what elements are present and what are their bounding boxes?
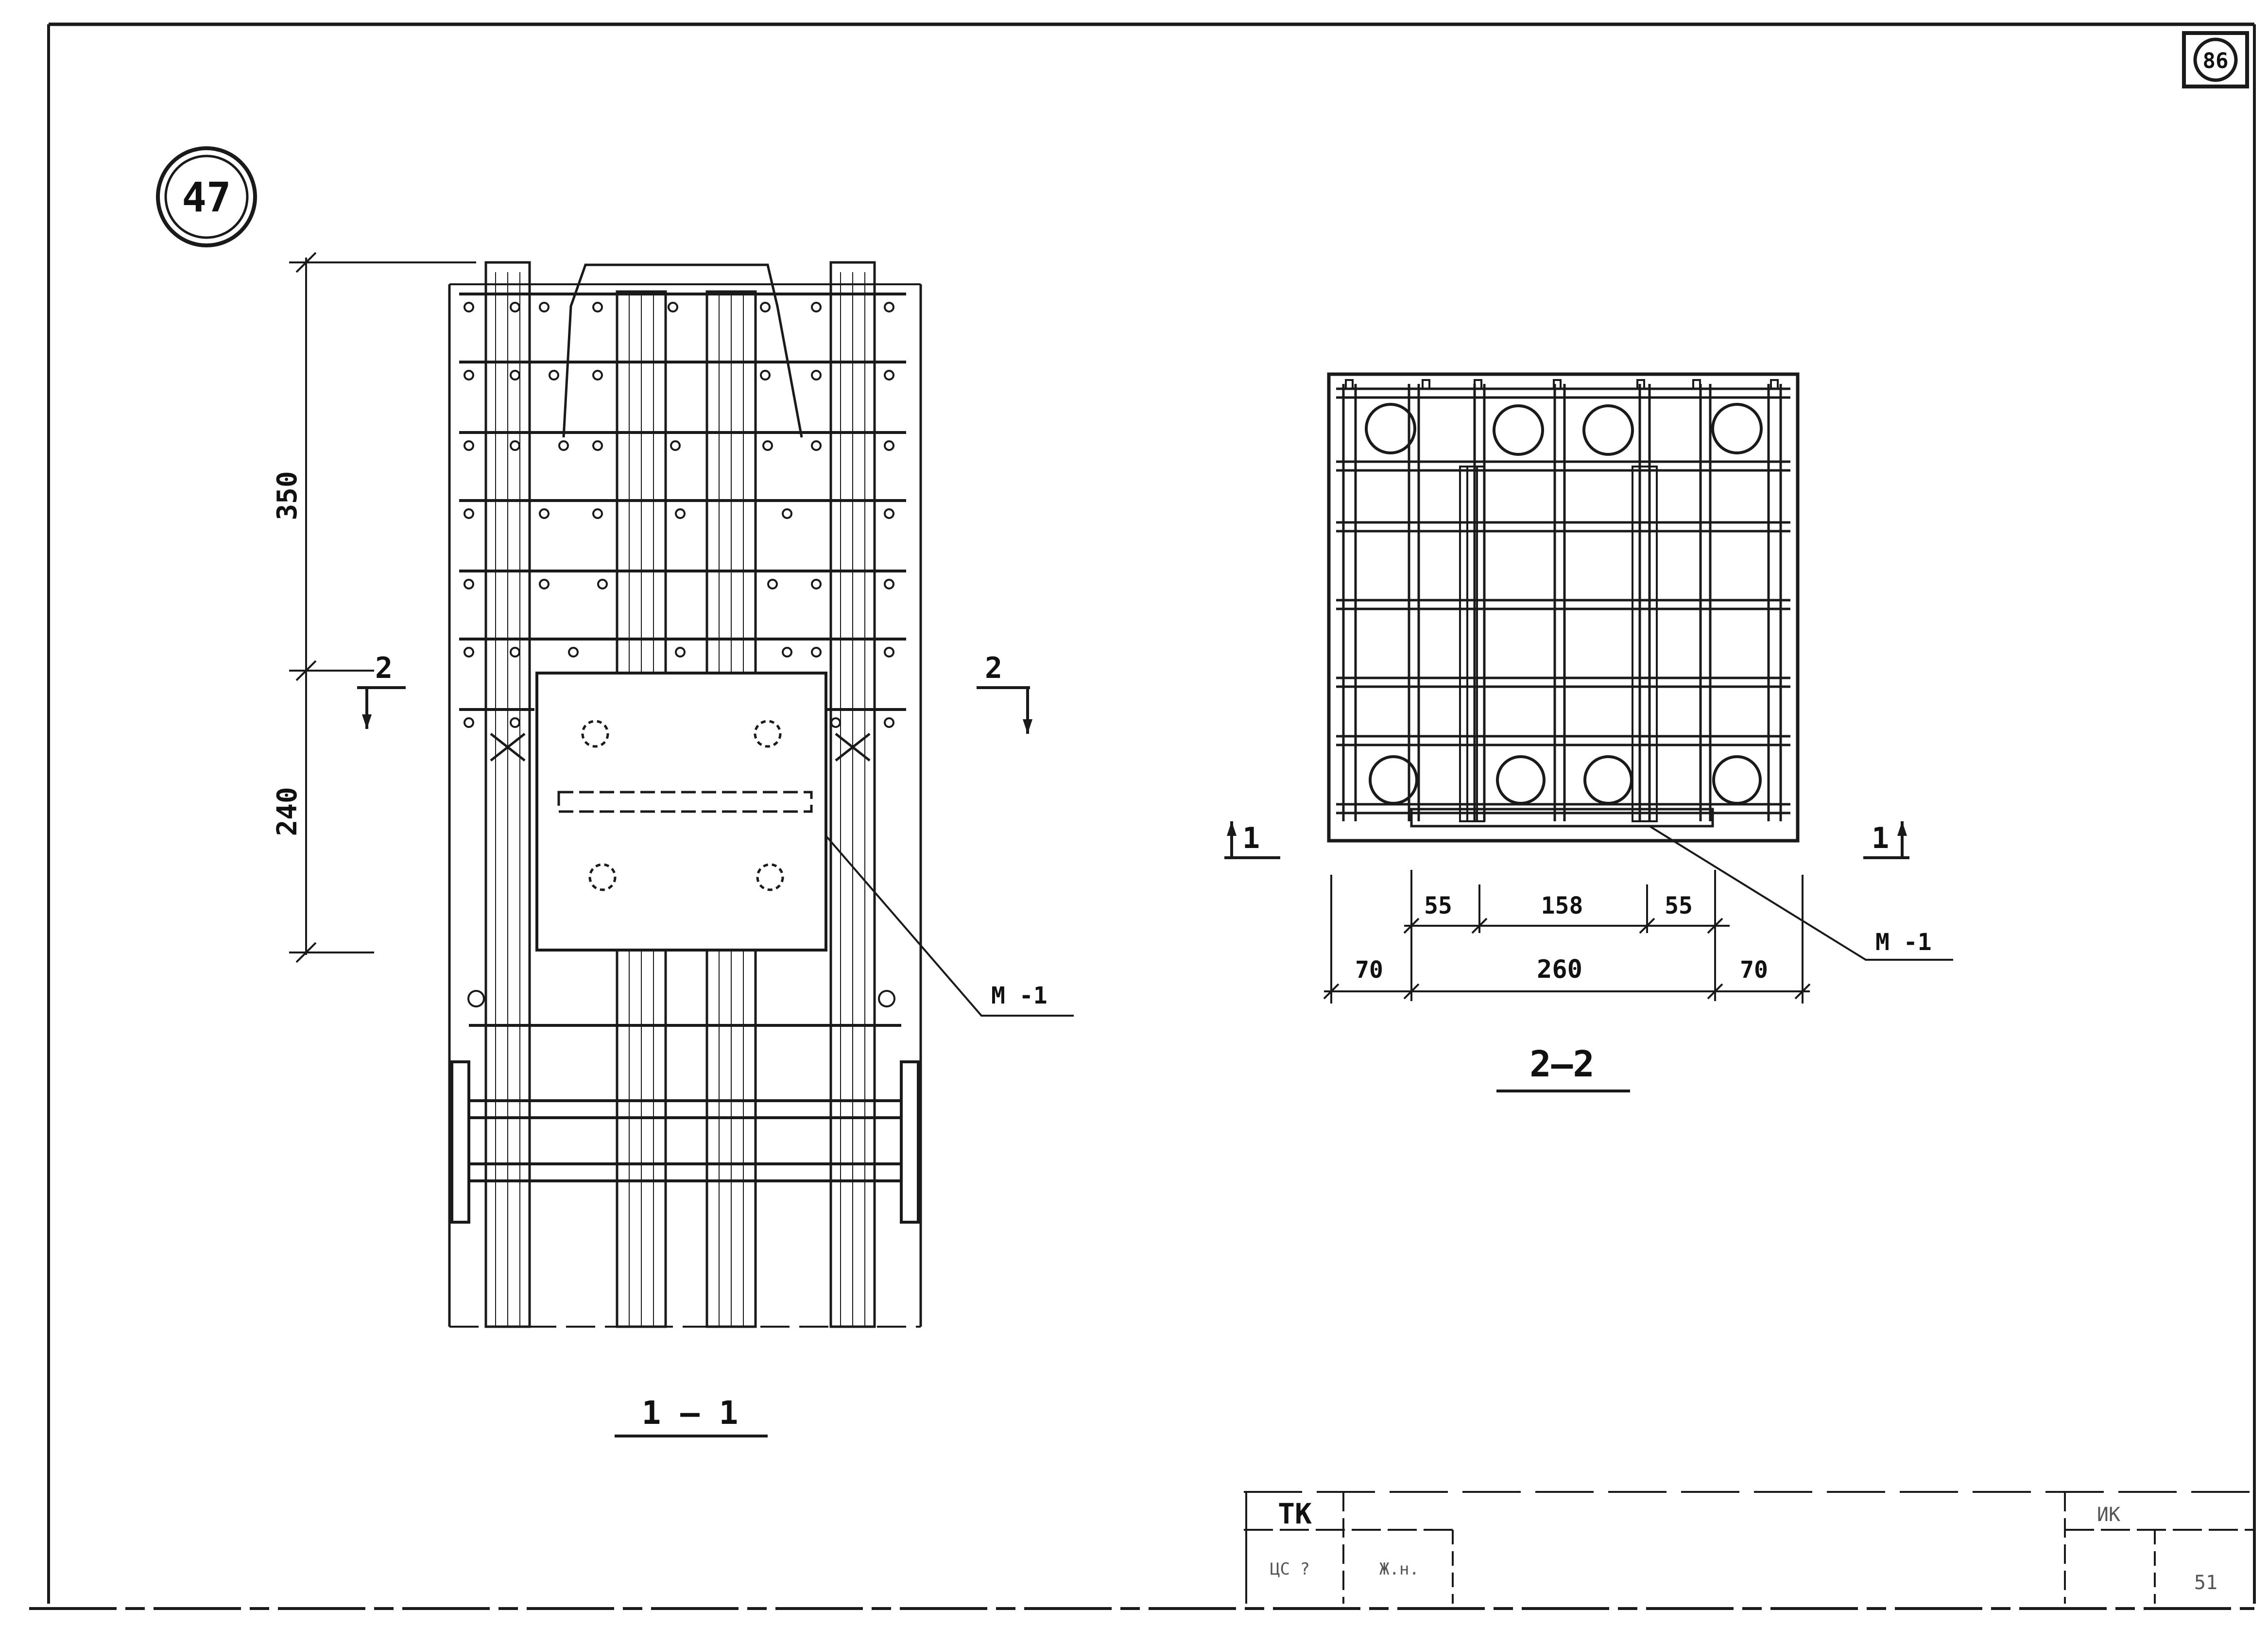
dimension-70-left: 70 [1355,956,1383,984]
bottom-frame [450,1060,920,1224]
vertical-dimension [289,252,476,963]
detail-number-marker: 47 [156,146,257,247]
embedded-plate-m1 [535,672,827,952]
page-number-box: 86 [2182,31,2249,88]
cross-ties [490,733,871,762]
horizontal-stirrups [459,293,906,1027]
title-block-row2-col1: ЦС ? [1270,1559,1310,1579]
plate-label-m1-2: М -1 [1875,929,1932,956]
section-2-2-view: 55 158 55 70 260 70 1 1 М -1 2—2 [1224,372,1953,1092]
cut-marker-2-right [977,686,1032,734]
bar-end-dots [464,302,895,1007]
cut-label-1-left: 1 [1242,821,1260,855]
horizontal-dimensions [1323,870,1811,1004]
dimension-240: 240 [272,787,303,836]
section-2-2-title: 2—2 [1529,1043,1595,1085]
main-bars [1365,403,1763,805]
title-block-org: ТК [1278,1497,1312,1530]
title-block-code: ИК [2097,1504,2120,1526]
dimension-260: 260 [1537,955,1582,984]
cut-label-1-right: 1 [1872,821,1889,855]
plate-label-m1: М -1 [991,982,1048,1009]
cut-label-2-right: 2 [985,651,1002,685]
detail-number: 47 [182,173,231,221]
cut-label-2-left: 2 [375,651,393,685]
cut-marker-2-left [357,686,406,729]
cut-marker-1-right [1863,821,1909,859]
dimension-350: 350 [272,471,303,520]
section-1-1-view: 350 240 2 2 М -1 1 — 1 [272,252,1074,1437]
cut-marker-1-left [1224,821,1280,859]
dimension-70-right: 70 [1740,956,1768,984]
dimension-158: 158 [1541,892,1583,919]
dimension-55-right: 55 [1665,892,1693,919]
dimension-55-left: 55 [1424,892,1452,919]
vertical-bars [484,261,876,1328]
sheet-frame [29,22,2256,1610]
title-block [1244,1491,2254,1604]
title-block-row2-col2: Ж.н. [1379,1559,1419,1579]
page-number: 86 [2203,49,2229,73]
title-block-sheet: 51 [2194,1572,2217,1594]
section-1-1-title: 1 — 1 [642,1394,739,1432]
